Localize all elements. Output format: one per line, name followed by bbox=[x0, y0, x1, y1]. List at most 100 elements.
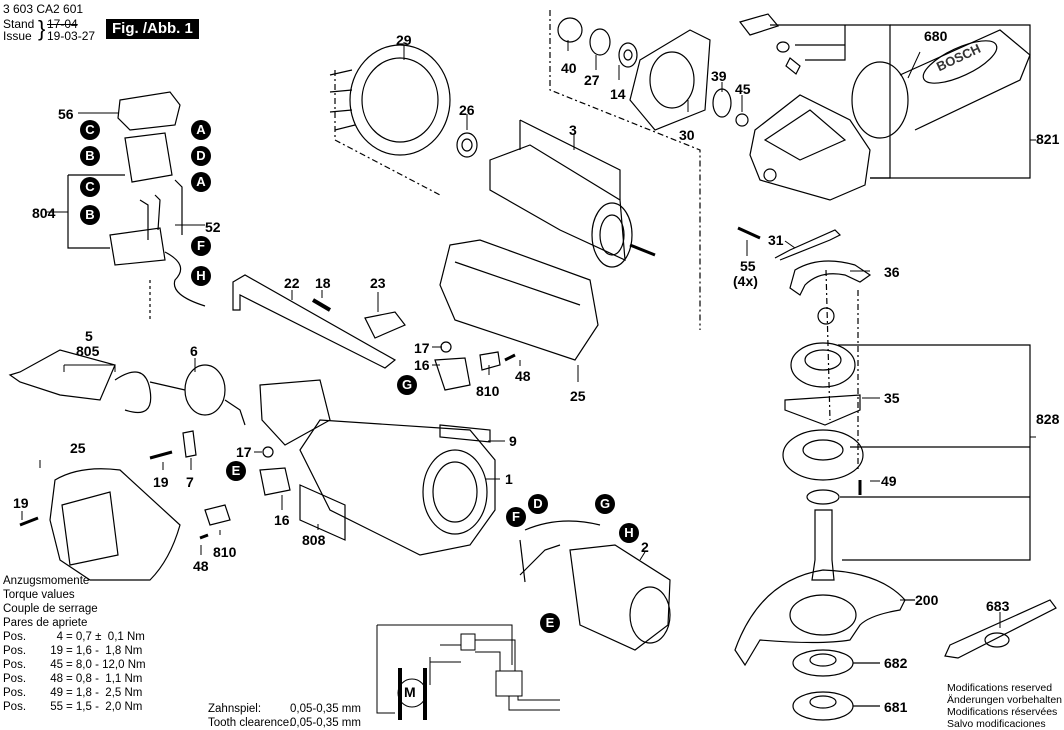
torque-row: Pos. 49 = 1,8 - 2,5 Nm bbox=[3, 686, 146, 700]
part-label-30: 30 bbox=[679, 127, 695, 143]
part-label-17-lower: 17 bbox=[236, 444, 252, 460]
torque-row: Pos. 19 = 1,6 - 1,8 Nm bbox=[3, 644, 146, 658]
modifications-fr: Modifications réservées bbox=[947, 706, 1058, 718]
part-label-682: 682 bbox=[884, 655, 908, 671]
part-label-805: 805 bbox=[76, 343, 100, 359]
part-label-9: 9 bbox=[509, 433, 517, 449]
torque-row-label: Pos. bbox=[3, 659, 27, 671]
bearing-flange-part-30 bbox=[629, 29, 711, 131]
part-label-48-lower: 48 bbox=[193, 558, 209, 574]
document-number: 3 603 CA2 601 bbox=[3, 2, 84, 16]
part-label-55: 55 bbox=[740, 258, 756, 274]
connector-marker-e: E bbox=[226, 461, 246, 481]
switch-rod-part-22 bbox=[232, 274, 397, 369]
housing-shell-part-25-top bbox=[439, 239, 599, 361]
torque-row: Pos. 45 = 8,0 - 12,0 Nm bbox=[3, 658, 146, 672]
torque-row-pos: 48 bbox=[50, 673, 63, 685]
part-label-18: 18 bbox=[315, 275, 331, 291]
connector-marker-d: D bbox=[528, 494, 548, 514]
part-label-39: 39 bbox=[711, 68, 727, 84]
clearance-label-de: Zahnspiel: bbox=[208, 703, 262, 715]
torque-row-label: Pos. bbox=[3, 631, 27, 643]
part-label-2: 2 bbox=[641, 539, 649, 555]
part-label-681: 681 bbox=[884, 699, 908, 715]
connector-marker-b: B bbox=[80, 205, 100, 225]
part-label-25-lower: 25 bbox=[70, 440, 86, 456]
issue-date: 19-03-27 bbox=[47, 29, 96, 43]
part-label-29: 29 bbox=[396, 32, 412, 48]
connector-marker-h: H bbox=[191, 266, 211, 286]
part-label-27: 27 bbox=[584, 72, 600, 88]
part-label-55-qty: (4x) bbox=[733, 273, 758, 289]
part-label-23: 23 bbox=[370, 275, 386, 291]
torque-row-value: = 8,0 - 12,0 Nm bbox=[66, 659, 146, 671]
torque-row-value: = 1,8 - 2,5 Nm bbox=[66, 687, 143, 699]
part-label-804: 804 bbox=[32, 205, 56, 221]
connector-marker-a: A bbox=[191, 120, 211, 140]
gasket-part-35 bbox=[784, 394, 861, 426]
part-label-1: 1 bbox=[505, 471, 513, 487]
connector-marker-g: G bbox=[595, 494, 615, 514]
part-label-16-upper: 16 bbox=[414, 357, 430, 373]
part-label-16-lower: 16 bbox=[274, 512, 290, 528]
stand-label: Stand bbox=[3, 17, 35, 31]
motor-symbol: M bbox=[404, 684, 416, 700]
part-label-828: 828 bbox=[1036, 411, 1060, 427]
part-label-56: 56 bbox=[58, 106, 74, 122]
gear-head-housing bbox=[749, 94, 871, 201]
torque-title-de: Anzugsmomente bbox=[3, 575, 90, 587]
modifications-en: Modifications reserved bbox=[947, 682, 1053, 694]
part-label-35: 35 bbox=[884, 390, 900, 406]
part-label-52: 52 bbox=[205, 219, 221, 235]
torque-row: Pos. 55 = 1,5 - 2,0 Nm bbox=[3, 700, 146, 714]
old-stand-date: 17-04 bbox=[47, 17, 78, 31]
bearing-part-26 bbox=[456, 132, 478, 158]
connector-marker-b: B bbox=[80, 146, 100, 166]
modifications-de: Änderungen vorbehalten bbox=[947, 694, 1063, 706]
guard-part-200 bbox=[734, 569, 906, 667]
part-label-6: 6 bbox=[190, 343, 198, 359]
part-label-683: 683 bbox=[986, 598, 1010, 614]
auxiliary-handle-part-680 bbox=[851, 29, 1031, 139]
part-label-810-upper: 810 bbox=[476, 383, 500, 399]
leader-lines bbox=[21, 40, 1036, 628]
part-label-808: 808 bbox=[302, 532, 326, 548]
torque-row-label: Pos. bbox=[3, 701, 27, 713]
torque-row-label: Pos. bbox=[3, 645, 27, 657]
part-label-3: 3 bbox=[569, 122, 577, 138]
part-label-19-left: 19 bbox=[13, 495, 29, 511]
torque-row-pos: 4 bbox=[56, 631, 63, 643]
torque-row-pos: 45 bbox=[50, 659, 63, 671]
connector-marker-c: C bbox=[80, 120, 100, 140]
part-label-200: 200 bbox=[915, 592, 939, 608]
part-label-19-center: 19 bbox=[153, 474, 169, 490]
part-label-17-upper: 17 bbox=[414, 340, 430, 356]
connector-marker-c: C bbox=[80, 177, 100, 197]
part-label-7: 7 bbox=[186, 474, 194, 490]
part-label-821: 821 bbox=[1036, 131, 1060, 147]
part-label-48-upper: 48 bbox=[515, 368, 531, 384]
torque-row-pos: 49 bbox=[50, 687, 63, 699]
torque-row-value: = 0,7 ± 0,1 Nm bbox=[66, 631, 145, 643]
connector-marker-d: D bbox=[191, 146, 211, 166]
fan-part-29 bbox=[329, 44, 451, 156]
issue-label: Issue bbox=[3, 29, 32, 43]
modifications-es: Salvo modificaciones bbox=[947, 718, 1046, 730]
brace-icon: } bbox=[38, 16, 46, 41]
torque-row-pos: 19 bbox=[50, 645, 63, 657]
field-coil-part-2 bbox=[519, 520, 671, 651]
part-label-31: 31 bbox=[768, 232, 784, 248]
part-label-680: 680 bbox=[924, 28, 948, 44]
part-label-45: 45 bbox=[735, 81, 751, 97]
part-label-810-lower: 810 bbox=[213, 544, 237, 560]
clearance-value-de: 0,05-0,35 mm bbox=[290, 703, 361, 715]
connector-marker-e: E bbox=[540, 613, 560, 633]
part-label-36: 36 bbox=[884, 264, 900, 280]
part-label-5: 5 bbox=[85, 328, 93, 344]
torque-row: Pos. 48 = 0,8 - 1,1 Nm bbox=[3, 672, 146, 686]
part-label-26: 26 bbox=[459, 102, 475, 118]
part-label-22: 22 bbox=[284, 275, 300, 291]
armature-part-3 bbox=[489, 119, 656, 268]
wiring-schematic bbox=[376, 624, 560, 720]
